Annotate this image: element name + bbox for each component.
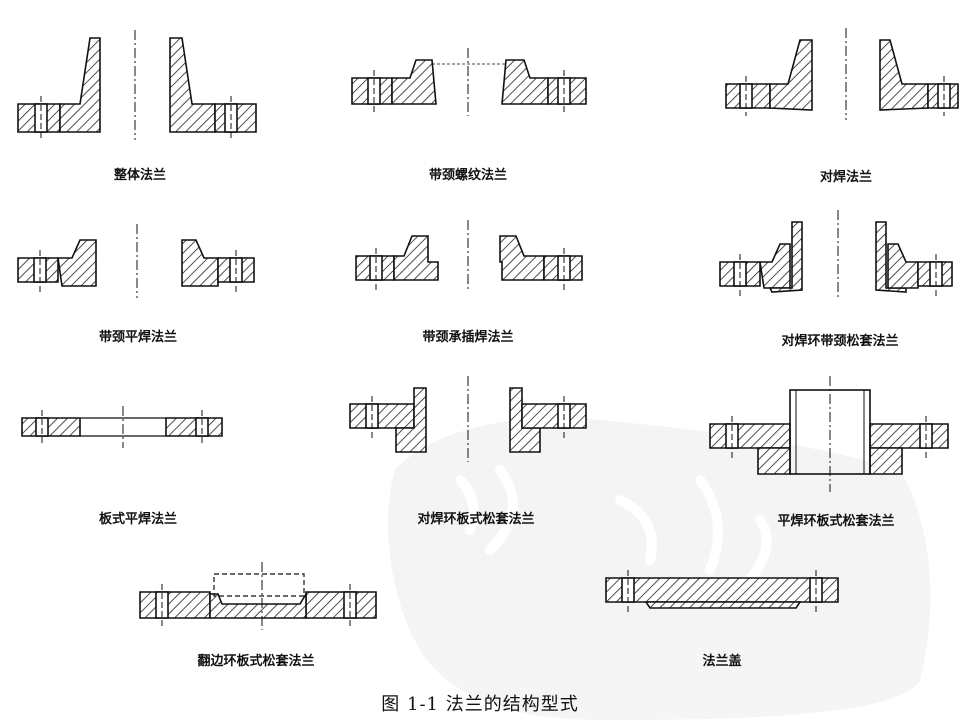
label-threaded-hub-flange: 带颈螺纹法兰 [428,168,508,183]
flange-integral [17,30,257,140]
watermark-stamp [388,417,931,720]
flange-socket-weld-hub [355,220,583,292]
flange-lap-joint-slip-ring-plate [709,376,949,492]
flange-slip-on-hub [17,224,255,298]
flange-lap-joint-flanged-ring-plate [139,562,377,630]
label-lap-joint-slip-ring-plate-flange: 平焊环板式松套法兰 [777,514,895,529]
flange-lap-joint-weld-ring-hub [719,210,953,300]
label-lap-joint-flanged-ring-plate-flange: 翻边环板式松套法兰 [197,654,315,669]
label-weld-neck-flange: 对焊法兰 [819,170,873,185]
label-blind-flange: 法兰盖 [702,654,742,669]
label-lap-joint-weld-ring-plate-flange: 对焊环板式松套法兰 [417,512,535,527]
label-socket-weld-hub-flange: 带颈承插焊法兰 [422,330,514,345]
label-lap-joint-weld-ring-hub-flange: 对焊环带颈松套法兰 [781,334,899,349]
flange-blind [605,570,839,612]
label-plate-slip-on-flange: 板式平焊法兰 [98,512,178,527]
flange-plate-slip-on [21,406,223,448]
label-integral-flange: 整体法兰 [113,168,167,183]
flange-threaded-hub [351,48,587,116]
flange-weld-neck [725,28,959,120]
figure-caption: 图 1-1 法兰的结构型式 [381,694,579,715]
label-slip-on-hub-flange: 带颈平焊法兰 [98,330,178,345]
flange-lap-joint-weld-ring-plate [349,376,587,462]
